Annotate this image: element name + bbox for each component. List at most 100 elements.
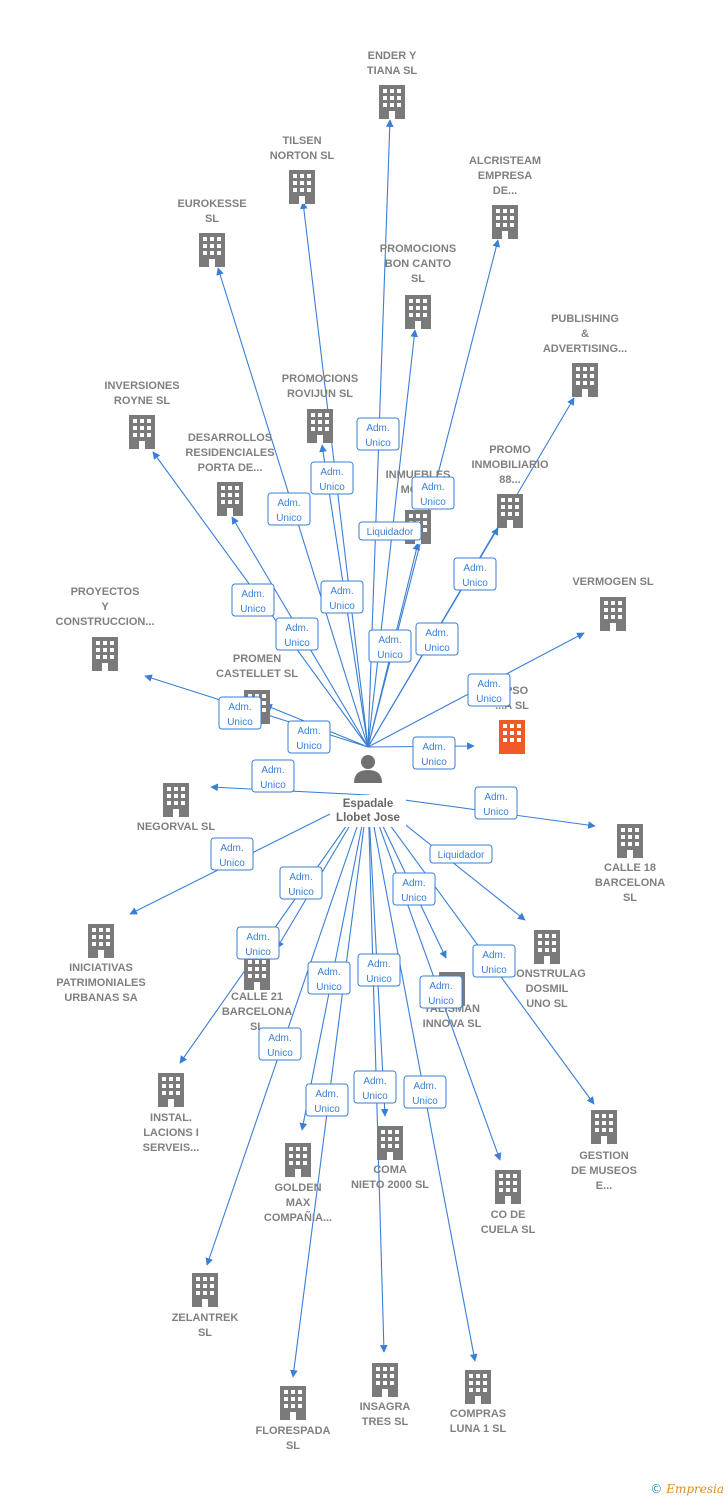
role-badge[interactable]: Adm.Unico xyxy=(267,492,311,526)
role-badge[interactable]: Adm.Unico xyxy=(403,1075,447,1109)
badge-label: Adm.Unico xyxy=(481,950,507,976)
badge-label: Adm.Unico xyxy=(314,1089,340,1115)
role-badge[interactable]: Adm.Unico xyxy=(279,866,323,900)
company-label: VERMOGEN SL xyxy=(572,576,654,588)
company-node-vermogen[interactable]: VERMOGEN SL xyxy=(572,576,654,631)
role-badge[interactable]: Adm.Unico xyxy=(275,617,319,651)
building-icon xyxy=(591,1110,617,1144)
badge-label: Adm.Unico xyxy=(296,726,322,752)
badge-label: Adm.Unico xyxy=(245,932,271,958)
role-badge[interactable]: Adm.Unico xyxy=(287,720,331,754)
role-badge[interactable]: Adm.Unico xyxy=(236,926,280,960)
badge-box xyxy=(474,786,518,820)
role-badge[interactable]: Adm.Unico xyxy=(251,759,295,793)
badge-box xyxy=(310,461,354,495)
company-node-negorval[interactable]: NEGORVAL SL xyxy=(137,783,216,833)
role-badge[interactable]: Adm.Unico xyxy=(356,417,400,451)
role-badge[interactable]: Adm.Unico xyxy=(231,583,275,617)
building-icon xyxy=(372,1363,398,1397)
badge-box xyxy=(419,975,463,1009)
window xyxy=(510,738,514,742)
company-node-publishing[interactable]: PUBLISHING&ADVERTISING... xyxy=(543,313,627,397)
badge-box xyxy=(472,944,516,978)
building-icon xyxy=(92,637,118,671)
role-badge[interactable]: Adm.Unico xyxy=(320,580,364,614)
badge-label: Adm.Unico xyxy=(276,498,302,524)
role-badge[interactable]: Adm.Unico xyxy=(210,837,254,871)
role-badge[interactable]: Adm.Unico xyxy=(415,622,459,656)
role-badge[interactable]: Liquidador xyxy=(429,844,493,864)
role-badge[interactable]: Adm.Unico xyxy=(474,786,518,820)
role-badge[interactable]: Liquidador xyxy=(358,521,422,541)
role-badge[interactable]: Adm.Unico xyxy=(258,1027,302,1061)
building-icon xyxy=(465,1370,491,1404)
role-badge[interactable]: Adm.Unico xyxy=(472,944,516,978)
badge-box xyxy=(307,961,351,995)
role-badge[interactable]: Adm.Unico xyxy=(453,557,497,591)
window xyxy=(517,738,521,742)
badge-box xyxy=(467,673,511,707)
building-icon xyxy=(129,415,155,449)
badge-box xyxy=(356,417,400,451)
brand-logo: Empresia xyxy=(666,1482,724,1496)
badge-label: Adm.Unico xyxy=(483,792,509,818)
badge-label: Adm.Unico xyxy=(365,423,391,449)
role-badge[interactable]: Adm.Unico xyxy=(353,1070,397,1104)
role-badge[interactable]: Adm.Unico xyxy=(392,872,436,906)
role-badge[interactable]: Adm.Unico xyxy=(419,975,463,1009)
role-badge[interactable]: Adm.Unico xyxy=(218,696,262,730)
badges-layer: Adm.UnicoAdm.UnicoAdm.UnicoAdm.UnicoLiqu… xyxy=(210,417,518,1117)
role-badge[interactable]: Adm.Unico xyxy=(467,673,511,707)
building-icon xyxy=(534,930,560,964)
badge-box xyxy=(210,837,254,871)
role-badge[interactable]: Adm.Unico xyxy=(412,736,456,770)
role-badge[interactable]: Adm.Unico xyxy=(307,961,351,995)
role-badge[interactable]: Adm.Unico xyxy=(310,461,354,495)
role-badge[interactable]: Adm.Unico xyxy=(411,476,455,510)
copyright-icon: © xyxy=(650,1482,663,1496)
footer-brand[interactable]: © Empresia xyxy=(650,1482,724,1496)
badge-label: Adm.Unico xyxy=(267,1033,293,1059)
building-icon xyxy=(217,482,243,516)
company-label: PUBLISHING&ADVERTISING... xyxy=(543,313,627,355)
building-icon xyxy=(280,1386,306,1420)
role-badge[interactable]: Adm.Unico xyxy=(368,629,412,663)
building-icon xyxy=(600,597,626,631)
person-icon xyxy=(361,755,375,769)
role-badge[interactable]: Adm.Unico xyxy=(305,1083,349,1117)
badge-box xyxy=(368,629,412,663)
role-badge[interactable]: Adm.Unico xyxy=(357,953,401,987)
badge-label: Adm.Unico xyxy=(288,872,314,898)
